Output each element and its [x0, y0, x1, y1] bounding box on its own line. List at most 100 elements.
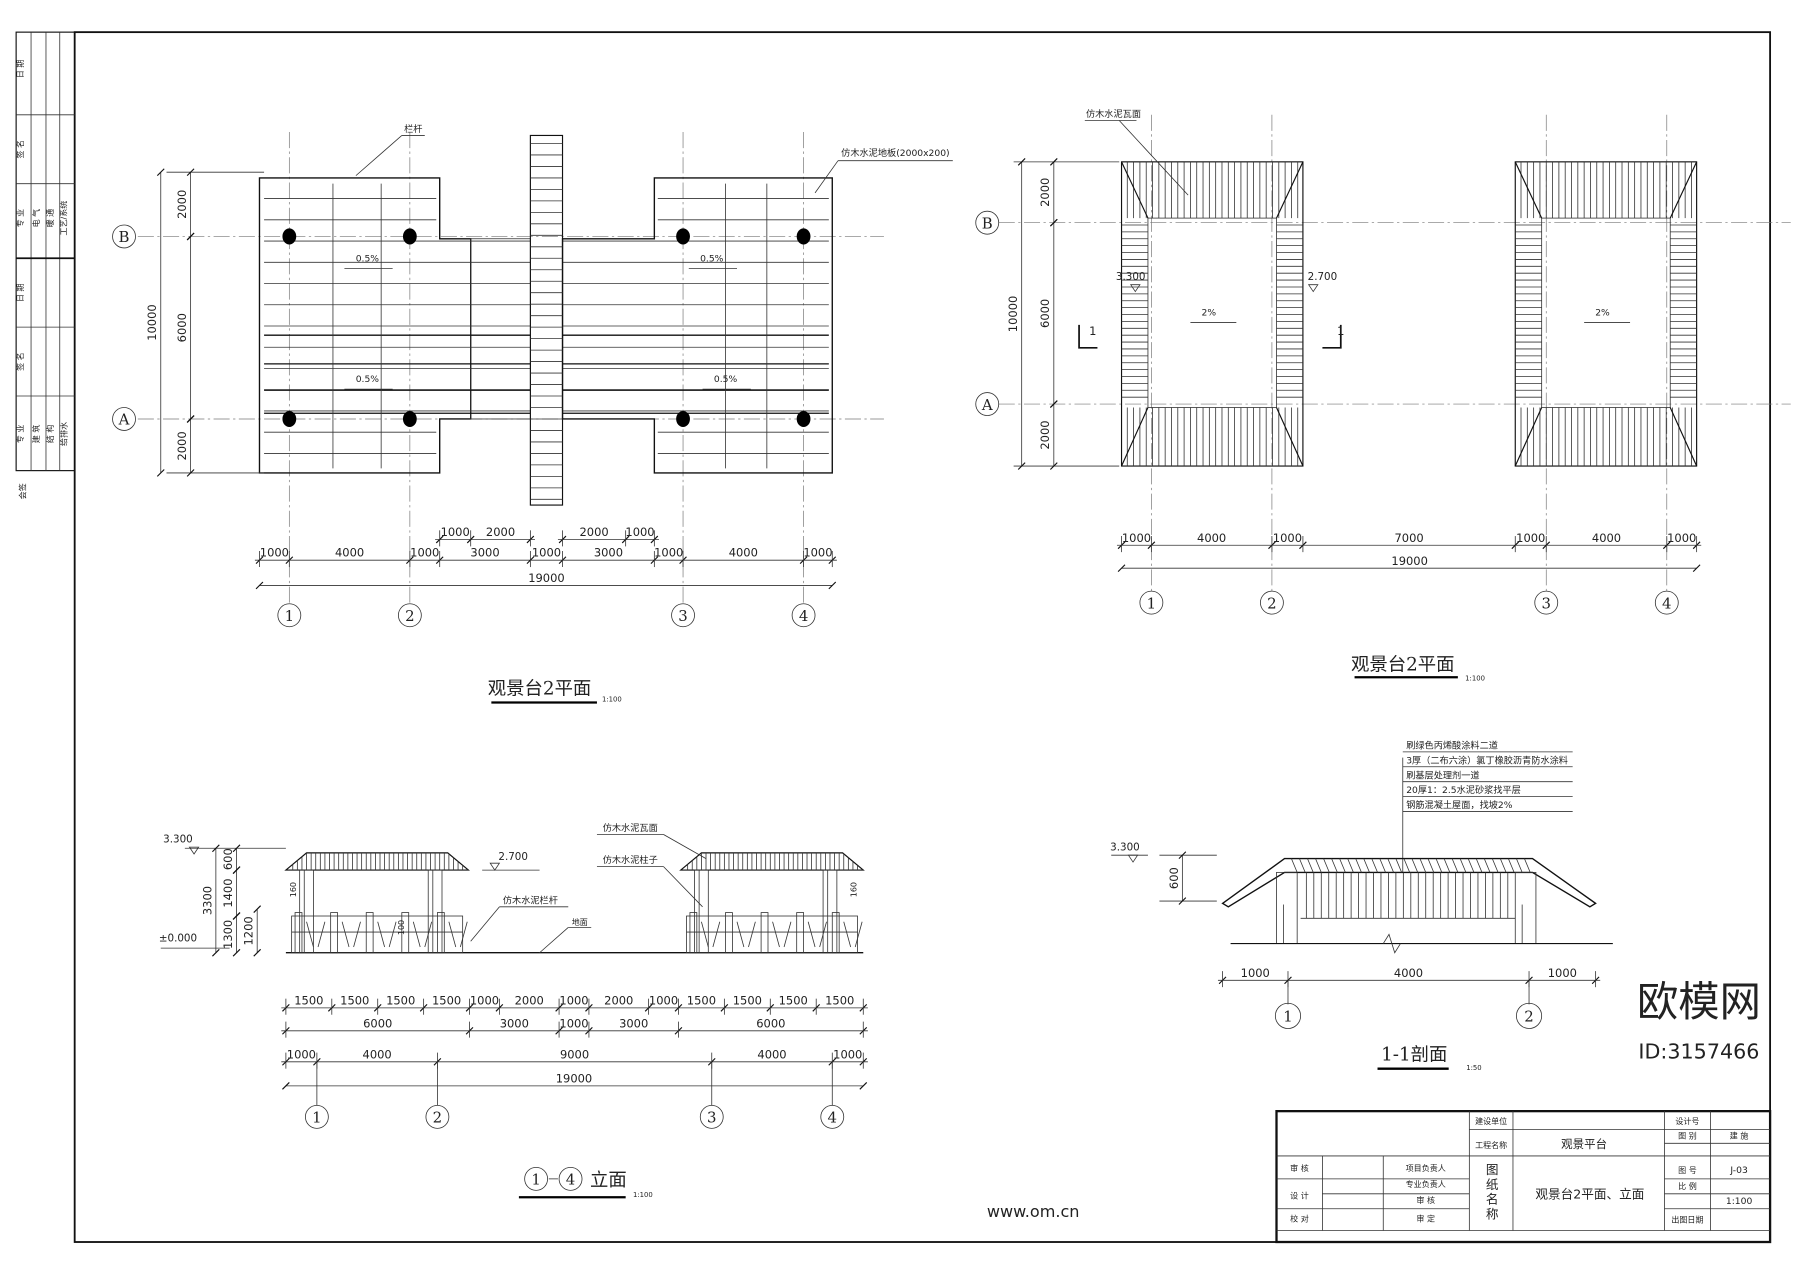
- section-1-1: 刷绿色丙烯酸涂料二道3厚（二布六涂）氯丁橡胶沥青防水涂料刷基层处理剂一道20厚1…: [1110, 739, 1613, 1072]
- dimension-value: 6000: [756, 1016, 785, 1030]
- dimension-value: 2000: [1038, 420, 1052, 449]
- label: 建 筑: [31, 425, 41, 444]
- roof-hip: [1514, 161, 1543, 219]
- dimension-value: 1200: [242, 916, 256, 945]
- dimension-value: 1300: [221, 920, 235, 949]
- label: 地面: [572, 917, 588, 927]
- label: 项目负责人: [1406, 1163, 1446, 1173]
- label: 会签: [17, 483, 27, 499]
- dimension-value: 1000: [559, 1016, 588, 1030]
- axis-bubble: [975, 392, 1000, 416]
- label: 观景台2平面、立面: [1535, 1186, 1644, 1201]
- slab-hatch: [1524, 858, 1531, 873]
- label: 栏杆: [404, 123, 422, 135]
- label: 电 气: [31, 209, 41, 228]
- pavilion-roof-outline: [1514, 161, 1698, 467]
- dimension-value: 4000: [335, 546, 364, 560]
- label: J-03: [1729, 1165, 1748, 1176]
- dimension-value: 4000: [1592, 531, 1621, 545]
- slab-hatch: [1387, 858, 1394, 873]
- dimension-value: 1000: [287, 1047, 316, 1061]
- dim-tick: [156, 469, 165, 477]
- dim-tick: [232, 912, 241, 920]
- railing-brace: [306, 921, 314, 948]
- dim-tick: [1017, 158, 1026, 166]
- roof-opening: [1147, 217, 1277, 408]
- watermark-id: ID:3157466: [1638, 1039, 1759, 1063]
- slab-hatch: [1483, 858, 1491, 873]
- column-dot: [282, 228, 297, 245]
- dim-tick: [186, 469, 195, 477]
- roof-hip: [1669, 161, 1698, 219]
- stair: [529, 134, 564, 506]
- column-dot: [282, 410, 297, 428]
- label: 图 别: [1678, 1132, 1697, 1141]
- pavilion-roof: [284, 852, 470, 871]
- label: 给排水: [59, 422, 69, 446]
- axis-bubble: [277, 603, 302, 628]
- dimension-value: 3300: [200, 886, 214, 915]
- slab-hatch: [1371, 858, 1378, 873]
- dimension-value: 1000: [470, 993, 499, 1007]
- axis-label: 2: [1267, 594, 1276, 612]
- dimension-value: 6000: [363, 1016, 392, 1030]
- dimension-value: 1000: [1241, 966, 1270, 980]
- view-scale: 1:100: [1465, 675, 1485, 683]
- dimension-value: 2000: [486, 525, 515, 539]
- dimension-value: 1000: [1273, 531, 1302, 545]
- dimension-value: 6000: [1038, 299, 1052, 328]
- label: 结 构: [45, 425, 55, 444]
- axis-label: B: [119, 228, 130, 246]
- railing-post: [725, 912, 733, 954]
- label: 审 核: [1290, 1163, 1309, 1173]
- dim-tick: [1178, 851, 1187, 860]
- drawing-frame: [73, 31, 1772, 1243]
- dimension-value: 1500: [340, 993, 369, 1007]
- slab-hatch: [1363, 858, 1370, 873]
- view-title: 1-1剖面: [1381, 1045, 1447, 1066]
- axis-label: 4: [828, 1109, 837, 1127]
- slab-hatch: [1395, 858, 1402, 873]
- section-marker: [1322, 324, 1342, 349]
- break-symbol: [1382, 933, 1401, 954]
- column-dot: [676, 410, 690, 428]
- label: 日 期: [16, 60, 25, 79]
- dimension-value: 1000: [410, 546, 439, 560]
- slab-hatch: [1331, 858, 1338, 873]
- dim-tick: [282, 1082, 290, 1090]
- label: 建设单位: [1475, 1116, 1507, 1126]
- dimension-value: 1000: [803, 546, 832, 560]
- left-deck: [258, 177, 472, 474]
- level-mark: [188, 846, 200, 855]
- roof-hip: [1669, 407, 1698, 467]
- railing-brace: [843, 921, 852, 948]
- axis-bubble: [1274, 1002, 1302, 1029]
- label: 设 计: [1290, 1190, 1309, 1200]
- axis-bubble: [1139, 590, 1164, 615]
- railing-post: [401, 912, 410, 954]
- drawing-name-label: 图纸名称: [1484, 1163, 1499, 1223]
- label: 专 业: [15, 209, 25, 228]
- slab-hatch: [1443, 858, 1451, 873]
- level-mark: [1127, 854, 1139, 863]
- roof-hip: [1121, 407, 1149, 467]
- axis-bubble: [1260, 590, 1284, 615]
- watermark-brand: 欧模网: [1637, 978, 1761, 1026]
- strip-outline: [15, 31, 76, 472]
- column-dot: [402, 410, 417, 428]
- dimension-value: 2000: [604, 993, 633, 1007]
- railing-brace: [772, 921, 780, 948]
- slab-hatch: [1491, 858, 1499, 873]
- dimension-value: 1000: [532, 546, 561, 560]
- railing-brace: [736, 921, 745, 948]
- label: 工艺/系统: [59, 201, 69, 236]
- slab-hatch: [1315, 858, 1322, 873]
- dim-tick: [156, 168, 165, 177]
- dim-tick: [859, 1082, 868, 1090]
- pavilion-roof-outline: [1120, 161, 1304, 467]
- railing-brace: [317, 921, 326, 948]
- dimension-value: 4000: [1197, 531, 1226, 545]
- railing-post: [437, 912, 445, 954]
- slab-hatch: [1499, 858, 1507, 873]
